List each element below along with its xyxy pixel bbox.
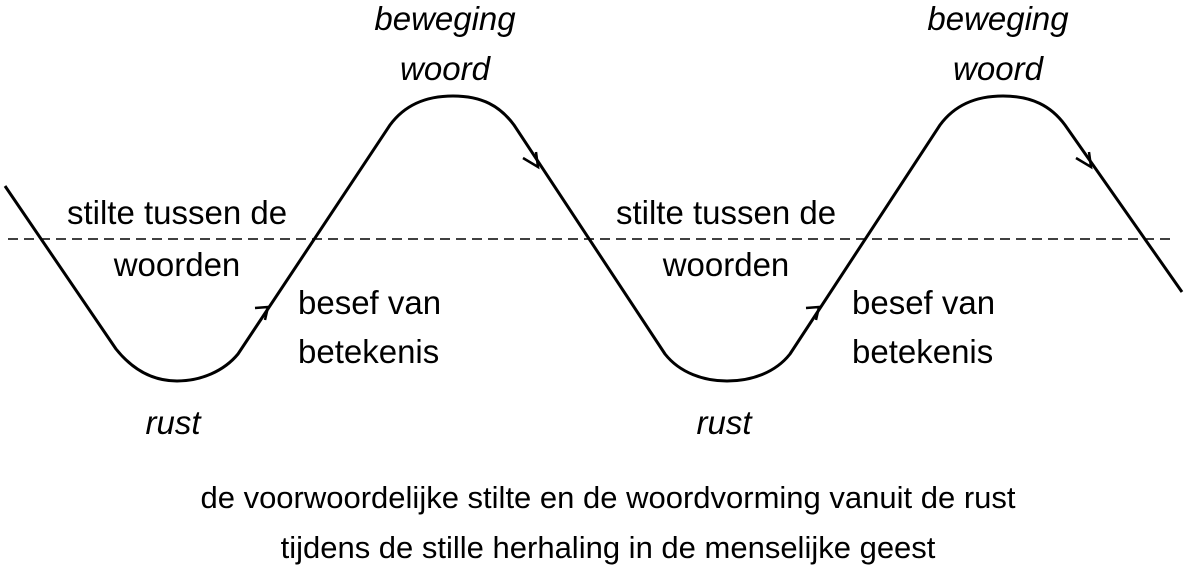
label-silence-1-line1: stilte tussen de (67, 194, 287, 231)
arrow-down-right-1 (522, 151, 540, 170)
label-rest-1: rust (145, 404, 202, 441)
label-meaning-1-line2: betekenis (298, 333, 439, 370)
label-silence-1-line2: woorden (113, 246, 241, 283)
arrow-down-right-2 (1075, 151, 1093, 170)
caption-line-2: tijdens de stille herhaling in de mensel… (281, 530, 936, 565)
wave-curve (3, 94, 1184, 383)
label-silence-2-line1: stilte tussen de (616, 194, 836, 231)
caption-line-1: de voorwoordelijke stilte en de woordvor… (200, 480, 1015, 515)
label-word-2: woord (953, 50, 1045, 87)
label-meaning-2-line2: betekenis (852, 333, 993, 370)
label-meaning-1-line1: besef van (298, 284, 441, 321)
label-movement-2: beweging (927, 0, 1069, 37)
arrow-up-right-2 (805, 305, 821, 321)
label-movement-1: beweging (374, 0, 516, 37)
label-rest-2: rust (696, 404, 753, 441)
label-meaning-2-line1: besef van (852, 284, 995, 321)
label-word-1: woord (400, 50, 492, 87)
arrow-up-right-1 (254, 305, 270, 321)
label-silence-2-line2: woorden (662, 246, 790, 283)
